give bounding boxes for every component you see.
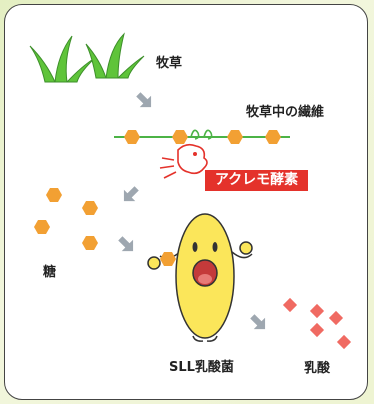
bacteria-label: SLL乳酸菌 xyxy=(169,360,234,375)
arrow-icon xyxy=(123,186,139,202)
sugar-label: 糖 xyxy=(43,265,57,280)
enzyme-icon xyxy=(159,143,208,179)
hexagon-icon xyxy=(227,130,243,144)
diamond-icon xyxy=(282,297,298,313)
lactic-acid-label: 乳酸 xyxy=(304,361,331,376)
grass-label: 牧草 xyxy=(156,56,183,71)
hexagon-icon xyxy=(46,188,62,202)
hexagon-icon xyxy=(124,130,140,144)
arrow-icon xyxy=(118,236,134,252)
enzyme-badge: アクレモ酵素 xyxy=(205,170,308,191)
fiber-label: 牧草中の繊維 xyxy=(246,105,325,120)
arrow-icon xyxy=(250,314,266,330)
arrow-icon xyxy=(136,92,152,108)
grass-icon xyxy=(29,32,145,83)
hexagon-icon xyxy=(34,220,50,234)
diamond-icon xyxy=(309,303,325,319)
diamond-icon xyxy=(328,310,344,326)
hexagon-icon xyxy=(82,236,98,250)
diamond-icon xyxy=(336,334,352,350)
bacteria-character xyxy=(147,213,253,342)
fiber-chain xyxy=(114,129,290,144)
hexagon-icon xyxy=(172,130,188,144)
hexagon-icon xyxy=(82,201,98,215)
hexagon-icon xyxy=(265,130,281,144)
hexagon-icon xyxy=(160,252,176,266)
diamond-icon xyxy=(309,322,325,338)
